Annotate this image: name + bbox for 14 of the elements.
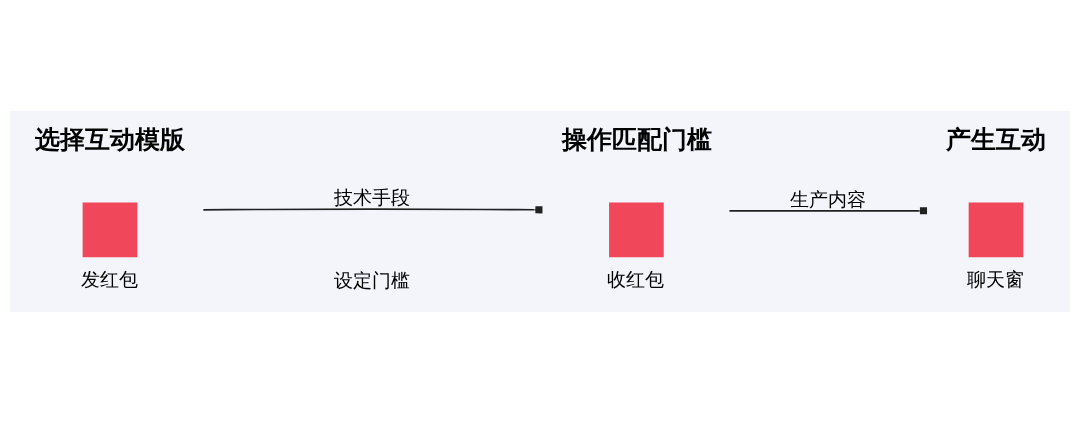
node-label: 产生互动 [946,124,1047,154]
node-label: 选择互动模版 [35,124,186,154]
node-label: 操作匹配门槛 [561,124,712,154]
node-label: 聊天窗 [966,267,1024,291]
connector [728,206,928,214]
node-box-text [609,202,664,257]
connector [202,205,543,213]
node-box-text [968,202,1024,257]
node-label: 发红包 [80,267,138,291]
node-label: 收红包 [607,267,664,291]
edge-label: 生产内容 [789,187,866,211]
label: 设定门槛 [334,268,411,292]
node-box-text [82,202,138,257]
edge-label: 技术手段 [334,185,411,209]
